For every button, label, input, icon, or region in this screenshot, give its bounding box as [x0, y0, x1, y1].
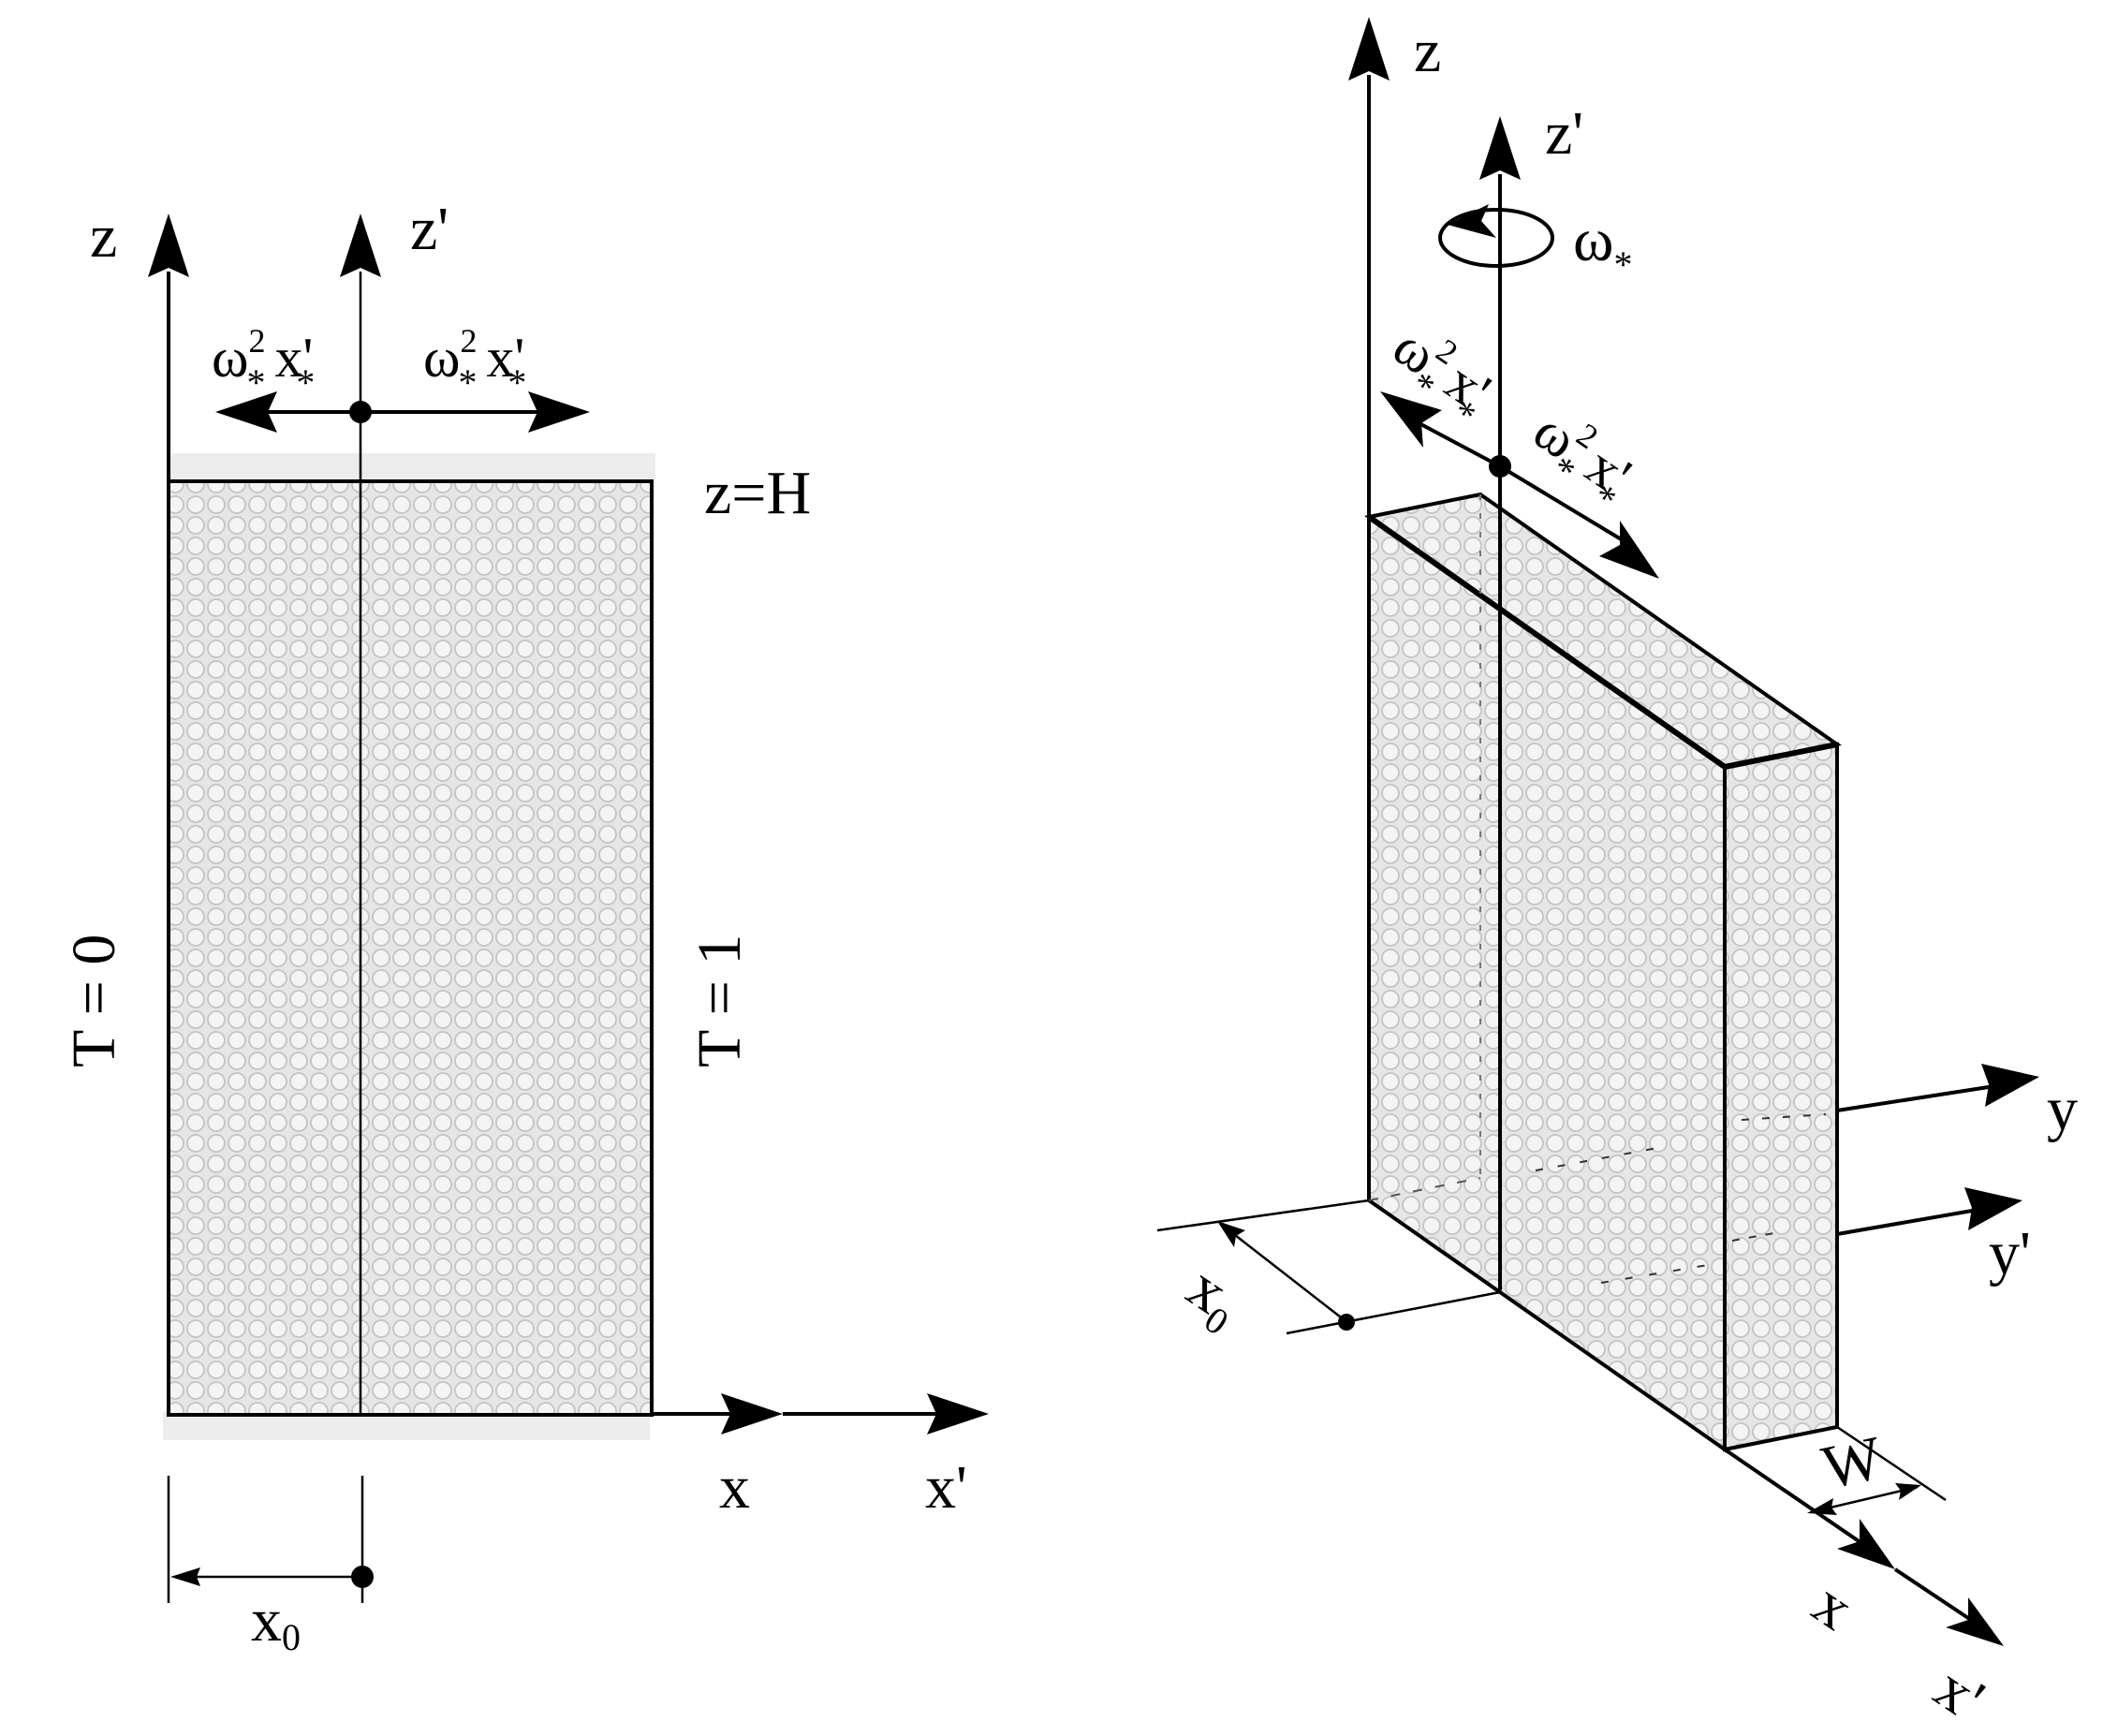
hidden-line-4	[1731, 1231, 1780, 1242]
force-arrow-right-head	[528, 391, 590, 433]
y-prime-axis	[1836, 1208, 1978, 1236]
x-axis-label: x	[1802, 1569, 1865, 1643]
y-prime-axis-arrowhead	[1964, 1187, 2022, 1230]
x-prime-axis-label: x'	[925, 1453, 967, 1522]
left-wall-temperature: T = 0	[60, 934, 128, 1067]
x-axis-arrowhead	[721, 1393, 783, 1434]
block-side-face	[1723, 742, 1839, 1452]
width-arrowhead-right	[1895, 1483, 1921, 1500]
x-prime-axis-arrowhead	[927, 1393, 989, 1434]
z-axis-arrowhead	[148, 213, 189, 277]
width-extension	[1836, 1425, 1947, 1502]
x-prime-axis-label: x'	[1923, 1654, 1996, 1734]
z-prime-axis-arrowhead	[1479, 116, 1521, 180]
top-boundary-label: z=H	[704, 459, 811, 527]
rotation-label: ω*	[1573, 206, 1632, 286]
offset-label: x0	[1171, 1253, 1255, 1344]
offset-point	[351, 1566, 374, 1588]
force-arrow-right-shaft	[1498, 464, 1629, 545]
right-wall-temperature: T = 1	[685, 934, 754, 1067]
offset-extension-b	[1286, 1290, 1501, 1335]
force-arrow-left-shaft	[1411, 418, 1501, 468]
block-top-edge	[1367, 514, 1727, 770]
offset-dimension-arrowhead	[1217, 1221, 1245, 1247]
width-label: W	[1816, 1423, 1889, 1503]
force-arrow-left-head	[215, 391, 277, 433]
left-panel: z z' ω2*x'* ω2*x'* z=H T = 0 T = 1 x x'	[60, 195, 989, 1658]
force-label-right: ω2*x'*	[423, 322, 526, 404]
z-axis-label: z	[1414, 17, 1441, 85]
offset-extension-a	[1156, 1199, 1370, 1232]
hidden-line-6	[1741, 1113, 1827, 1121]
offset-dimension-arrowhead	[170, 1567, 200, 1586]
porous-block	[167, 479, 654, 1417]
y-prime-axis-label: y'	[1989, 1219, 2031, 1287]
block-top-edge-right	[1724, 742, 1838, 770]
rotation-arrowhead	[1448, 204, 1496, 238]
force-arrow-right-head	[1599, 521, 1659, 579]
x-prime-axis-arrowhead	[1946, 1597, 2004, 1646]
offset-label: x0	[251, 1586, 301, 1658]
force-label-right: ω2*x'*	[1515, 395, 1646, 521]
z-prime-axis-arrowhead	[340, 213, 381, 277]
offset-dimension-line	[1226, 1228, 1346, 1321]
force-label-left: ω2*x'*	[1375, 311, 1506, 436]
x-axis-arrowhead	[1837, 1519, 1895, 1569]
force-arrow-left-head	[1380, 391, 1442, 448]
force-label-left: ω2*x'*	[212, 322, 315, 404]
right-panel: z z' ω* ω2*x'* ω2*x'* y y' x	[1156, 17, 2078, 1734]
x-prime-axis	[1893, 1567, 1976, 1624]
rotation-center-point	[1489, 455, 1511, 478]
y-axis	[1836, 1084, 1995, 1112]
top-shadow-band	[167, 453, 655, 479]
rotation-ellipse	[1438, 208, 1554, 268]
z-prime-axis-label: z'	[1545, 99, 1583, 168]
rotation-center-point	[349, 401, 372, 423]
z-axis-arrowhead	[1348, 17, 1390, 81]
offset-point	[1338, 1314, 1355, 1331]
y-axis-label: y	[2047, 1075, 2078, 1143]
width-dimension-line	[1814, 1485, 1919, 1513]
z-prime-axis-label: z'	[410, 195, 449, 263]
y-axis-arrowhead	[1981, 1064, 2039, 1107]
x-axis	[1723, 1448, 1869, 1549]
z-axis-label: z	[90, 202, 117, 271]
width-arrowhead-left	[1807, 1498, 1837, 1515]
x-axis-label: x	[719, 1453, 750, 1522]
hidden-line-1	[1368, 1177, 1481, 1201]
